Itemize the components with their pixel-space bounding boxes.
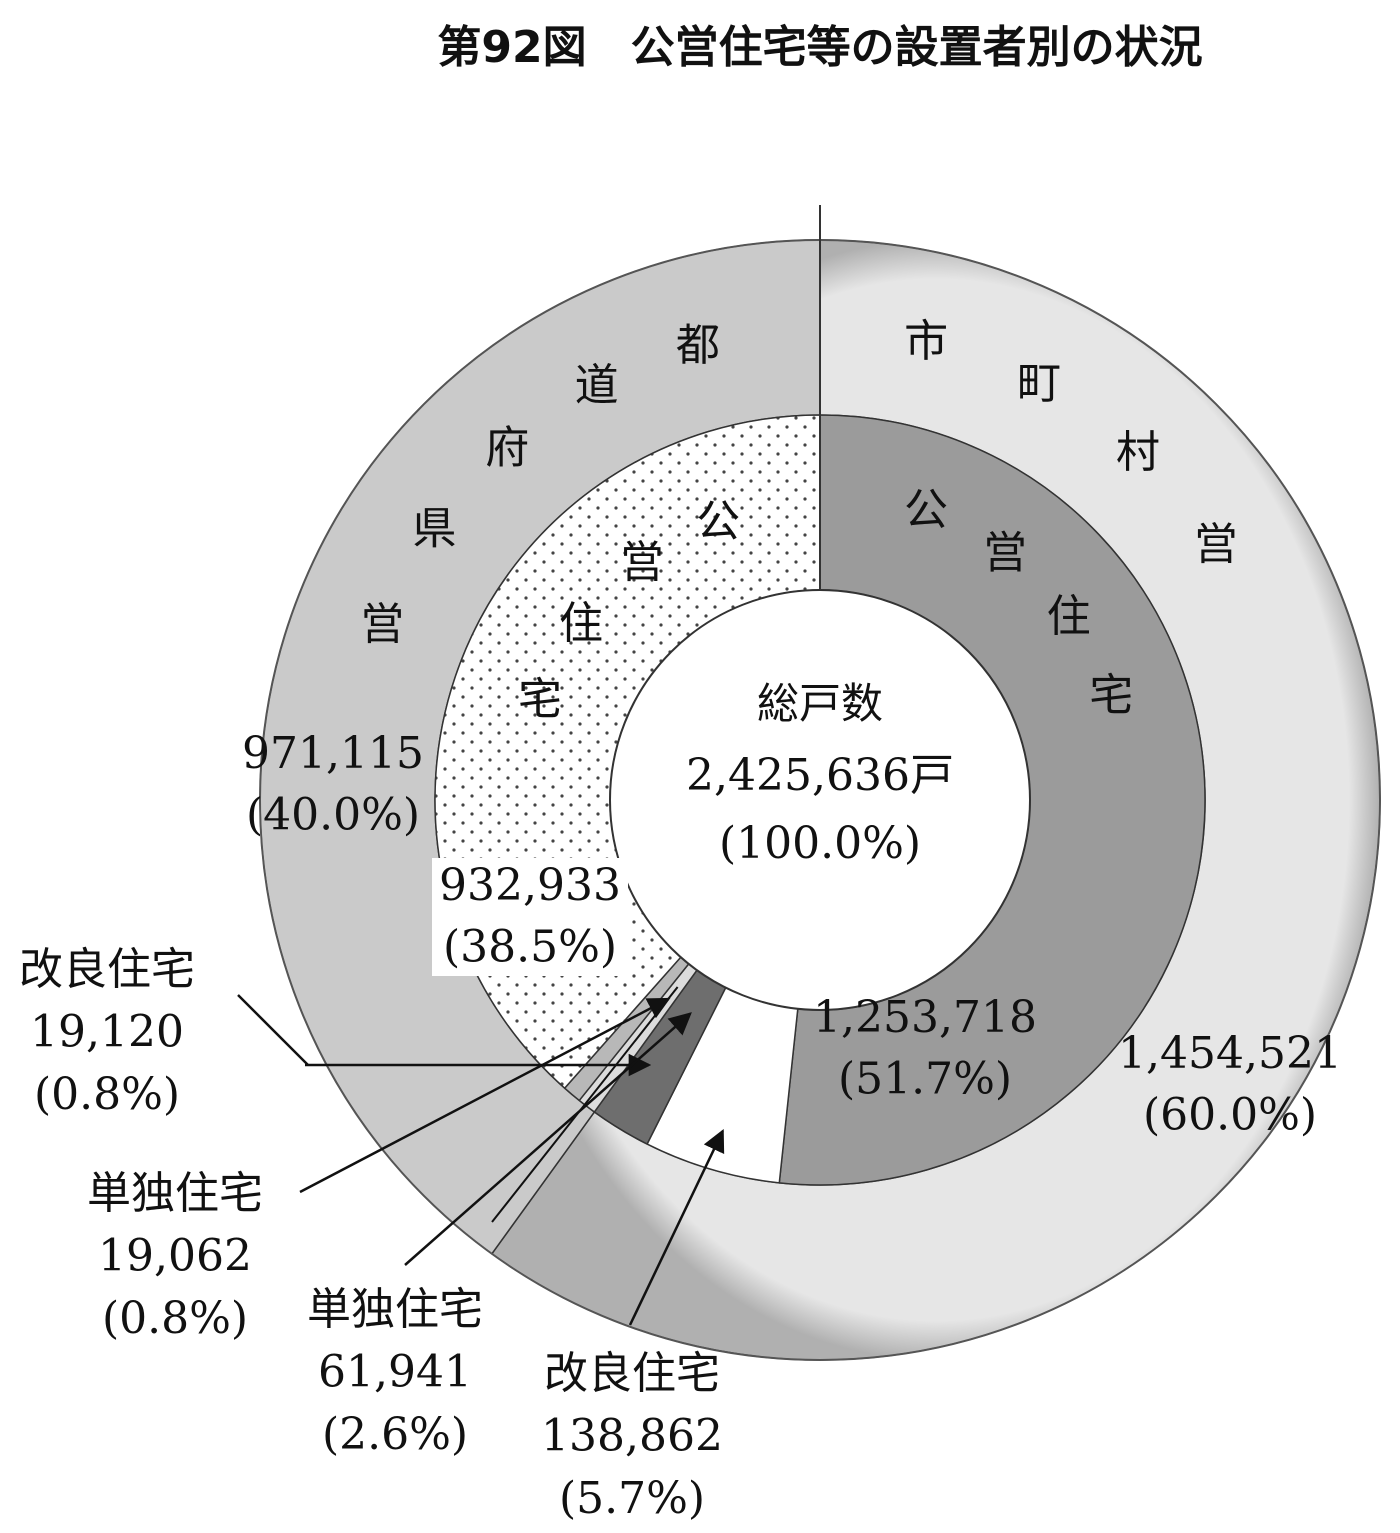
- value-label: 19,120: [30, 1006, 184, 1057]
- outer-label-1: 971,115 (40.0%): [242, 728, 424, 841]
- center-title: 総戸数: [757, 679, 883, 728]
- center-percent: (100.0%): [719, 818, 921, 869]
- percent-label: (0.8%): [34, 1069, 180, 1120]
- value-label: 1,454,521: [1118, 1028, 1342, 1079]
- callout-label-4: 改良住宅 19,120 (0.8%): [19, 944, 195, 1120]
- percent-label: (60.0%): [1143, 1090, 1317, 1141]
- group-name-char: 町: [1017, 358, 1061, 409]
- chart-title: 第92図 公営住宅等の設置者別の状況: [437, 22, 1202, 73]
- group-name-char: 公: [904, 485, 948, 536]
- group-name-char: 住: [559, 598, 603, 649]
- leader-arrow: [404, 1012, 692, 1266]
- label-backdrop: [432, 858, 628, 976]
- chart-decor: [259, 205, 1381, 1361]
- group-name-char: 村: [1116, 427, 1160, 478]
- group-name-char: 宅: [1089, 670, 1133, 721]
- group-name-char: 営: [983, 527, 1027, 578]
- value-label: 138,862: [541, 1410, 723, 1461]
- inner-label-5: 932,933 (38.5%): [432, 858, 628, 976]
- callout-label-3: 単独住宅 19,062 (0.8%): [87, 1168, 263, 1344]
- leader-arrow: [299, 997, 671, 1194]
- group-name-char: 営: [1194, 519, 1238, 570]
- callout-label-1: 改良住宅 138,862 (5.7%): [541, 1348, 723, 1524]
- value-label: 1,253,718: [813, 992, 1037, 1043]
- outer-label-0: 1,454,521 (60.0%): [1118, 1028, 1342, 1141]
- segment-name-label: 単独住宅: [307, 1284, 483, 1335]
- group-name-char: 府: [485, 422, 529, 473]
- percent-label: (0.8%): [102, 1293, 248, 1344]
- group-name-char: 宅: [518, 674, 562, 725]
- leader-line: [237, 994, 309, 1066]
- callout-label-2: 単独住宅 61,941 (2.6%): [307, 1284, 483, 1460]
- value-label: 61,941: [318, 1346, 472, 1397]
- group-name-char: 都: [676, 320, 720, 371]
- group-name-char: 県: [413, 504, 457, 555]
- center-value: 2,425,636戸: [686, 750, 954, 801]
- percent-label: (51.7%): [838, 1054, 1012, 1105]
- percent-label: (38.5%): [443, 922, 617, 973]
- group-name-char: 道: [575, 360, 619, 411]
- group-name-char: 営: [360, 599, 404, 650]
- percent-label: (40.0%): [246, 790, 420, 841]
- group-name-char: 住: [1047, 591, 1091, 642]
- value-label: 19,062: [98, 1230, 252, 1281]
- leader-arrows: [237, 986, 725, 1326]
- value-label: 971,115: [242, 728, 424, 779]
- segment-name-label: 改良住宅: [19, 944, 195, 995]
- value-label: 932,933: [439, 860, 621, 911]
- segment-name-label: 単独住宅: [87, 1168, 263, 1219]
- leader-arrow: [628, 1128, 725, 1326]
- center-label: 総戸数 2,425,636戸 (100.0%): [686, 679, 954, 869]
- group-name-char: 市: [904, 316, 948, 367]
- leader-line: [491, 986, 679, 1223]
- group-name-char: 公: [696, 496, 740, 547]
- segment-name-label: 改良住宅: [544, 1348, 720, 1399]
- inner-label-0: 1,253,718 (51.7%): [813, 992, 1037, 1105]
- group-name-char: 営: [620, 537, 664, 588]
- segment-labels: 市町村営都道府県営公営住宅公営住宅1,454,521(60.0%)971,115…: [19, 316, 1342, 1524]
- percent-label: (5.7%): [559, 1473, 705, 1524]
- percent-label: (2.6%): [322, 1409, 468, 1460]
